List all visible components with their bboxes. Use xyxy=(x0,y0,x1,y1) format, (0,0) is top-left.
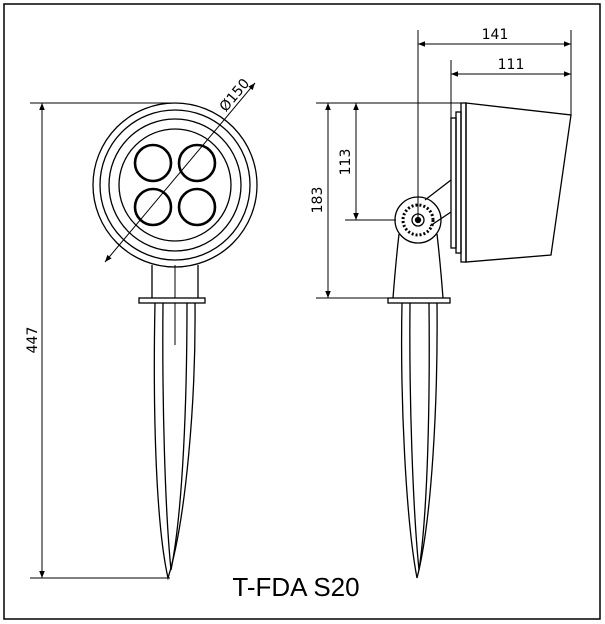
front-neck xyxy=(151,265,199,298)
total-height-label: 447 xyxy=(25,327,41,354)
model-name: T-FDA S20 xyxy=(232,572,359,602)
diameter-dimension-line xyxy=(104,82,256,263)
front-lens-ring xyxy=(118,128,232,242)
side-neck xyxy=(392,233,444,299)
total-depth-dimension: 141 xyxy=(417,27,572,220)
head-depth-label: 111 xyxy=(498,57,525,73)
side-bezel-ring-1 xyxy=(460,102,467,263)
side-lamp-head xyxy=(465,102,572,263)
front-bezel-ring xyxy=(108,118,242,252)
led-bottom-right xyxy=(177,187,217,227)
front-housing-outer-ring xyxy=(92,102,258,268)
front-spike-inner xyxy=(162,302,188,571)
drawing-frame xyxy=(3,3,601,620)
pivot-height-dimension: 113 xyxy=(338,103,396,221)
led-top-left xyxy=(133,143,173,183)
pivot-height-label: 113 xyxy=(338,149,354,176)
total-depth-label: 141 xyxy=(482,27,509,43)
led-cluster xyxy=(133,143,217,227)
head-depth-dimension: 111 xyxy=(450,57,571,118)
total-height-dimension: 447 xyxy=(25,102,178,579)
side-height-dimension: 183 xyxy=(310,102,466,299)
side-arm xyxy=(424,179,452,227)
front-flange-plate xyxy=(138,297,206,304)
led-top-right xyxy=(177,143,217,183)
side-spike-outer xyxy=(400,302,438,579)
side-flange-plate xyxy=(387,297,451,304)
side-height-label: 183 xyxy=(310,187,326,214)
side-bezel-ring-3 xyxy=(450,117,457,249)
front-view xyxy=(92,102,258,581)
front-housing-inner-ring xyxy=(99,109,251,261)
side-view xyxy=(387,102,572,579)
pivot-knuckle-teeth xyxy=(401,203,435,237)
side-spike-inner xyxy=(409,302,430,571)
side-bezel-ring-2 xyxy=(455,111,462,254)
diameter-label: Ø150 xyxy=(217,76,254,115)
